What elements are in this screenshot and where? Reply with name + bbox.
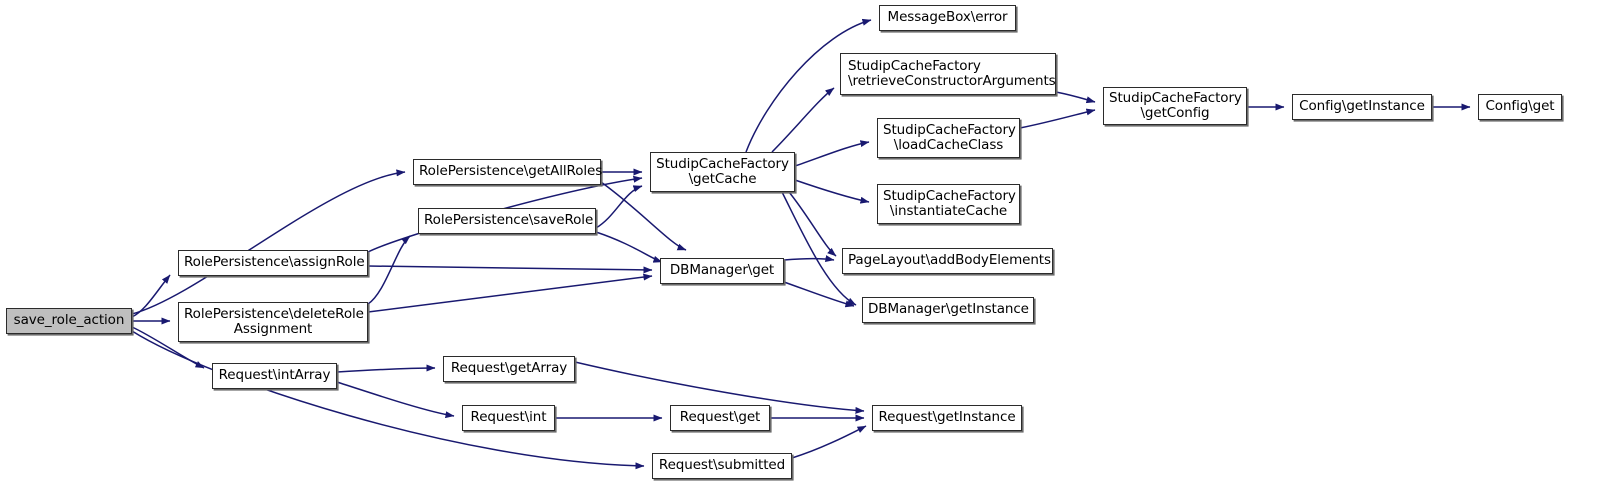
graph-node-label: save_role_action	[13, 312, 125, 329]
graph-edge-deleteRoleAssignment-to-dbmanagerGet	[367, 273, 653, 313]
graph-edge-assignRole-to-dbmanagerGet	[367, 265, 653, 274]
graph-node-retrieveConstructorArguments[interactable]: StudipCacheFactory \retrieveConstructorA…	[840, 53, 1056, 95]
graph-node-getConfig[interactable]: StudipCacheFactory \getConfig	[1103, 87, 1247, 125]
graph-node-dbmanagerGetInstance[interactable]: DBManager\getInstance	[862, 297, 1034, 323]
graph-edge-intArray-to-requestInt	[336, 381, 455, 419]
graph-node-label: StudipCacheFactory \loadCacheClass	[883, 121, 1016, 153]
graph-node-loadCacheClass[interactable]: StudipCacheFactory \loadCacheClass	[877, 118, 1020, 158]
graph-node-label: StudipCacheFactory \retrieveConstructorA…	[848, 57, 1056, 89]
graph-node-save_role_action[interactable]: save_role_action	[6, 308, 132, 334]
graph-node-intArray[interactable]: Request\intArray	[212, 363, 337, 389]
graph-node-dbmanagerGet[interactable]: DBManager\get	[660, 258, 784, 284]
graph-node-label: Request\int	[470, 409, 547, 426]
graph-node-assignRole[interactable]: RolePersistence\assignRole	[178, 250, 368, 276]
graph-node-label: Request\getArray	[450, 360, 568, 377]
graph-node-label: RolePersistence\deleteRole Assignment	[184, 305, 364, 337]
graph-node-requestGetInstance[interactable]: Request\getInstance	[872, 405, 1022, 431]
graph-node-label: Request\get	[679, 409, 761, 426]
graph-edge-submitted-to-requestGetInstance	[791, 425, 867, 459]
graph-edge-retrieveConstructorArguments-to-getConfig	[1055, 91, 1096, 104]
graph-node-label: Config\getInstance	[1299, 98, 1425, 115]
graph-node-label: Request\getInstance	[878, 409, 1016, 426]
graph-node-label: MessageBox\error	[887, 9, 1008, 26]
graph-node-label: Request\intArray	[218, 367, 331, 384]
graph-node-configGet[interactable]: Config\get	[1478, 94, 1562, 120]
graph-edge-getCache-to-instantiateCache	[794, 179, 870, 204]
graph-node-label: Config\get	[1485, 98, 1555, 115]
graph-node-deleteRoleAssignment[interactable]: RolePersistence\deleteRole Assignment	[178, 302, 368, 342]
graph-node-submitted[interactable]: Request\submitted	[652, 453, 792, 479]
graph-node-getCache[interactable]: StudipCacheFactory \getCache	[650, 152, 795, 192]
graph-edge-dbmanagerGet-to-addBodyElements	[783, 255, 835, 263]
graph-edge-deleteRoleAssignment-to-saveRole	[367, 235, 411, 305]
graph-edge-saveRole-to-dbmanagerGet	[595, 231, 663, 263]
graph-node-requestInt[interactable]: Request\int	[462, 405, 555, 431]
graph-node-getAllRoles[interactable]: RolePersistence\getAllRoles	[413, 159, 603, 185]
graph-node-label: DBManager\getInstance	[868, 301, 1029, 318]
graph-edge-save_role_action-to-submitted	[131, 330, 645, 470]
graph-node-label: StudipCacheFactory \instantiateCache	[883, 187, 1016, 219]
graph-node-label: DBManager\get	[669, 262, 775, 279]
graph-edge-saveRole-to-getCache	[595, 185, 643, 229]
graph-edge-getArray-to-requestGetInstance	[574, 361, 865, 414]
graph-edge-getCache-to-loadCacheClass	[794, 140, 870, 167]
edge-group	[131, 18, 1471, 470]
graph-node-label: RolePersistence\getAllRoles	[419, 163, 603, 180]
graph-edge-save_role_action-to-assignRole	[131, 274, 171, 318]
graph-node-label: StudipCacheFactory \getCache	[656, 155, 789, 187]
graph-edge-save_role_action-to-getAllRoles	[131, 169, 406, 315]
graph-edge-dbmanagerGet-to-dbmanagerGetInstance	[783, 281, 855, 308]
graph-node-instantiateCache[interactable]: StudipCacheFactory \instantiateCache	[877, 184, 1020, 224]
graph-node-label: RolePersistence\assignRole	[184, 254, 365, 271]
graph-edge-getCache-to-addBodyElements	[788, 191, 837, 257]
graph-edge-getCache-to-retrieveConstructorArguments	[771, 87, 835, 153]
graph-node-configGetInstance[interactable]: Config\getInstance	[1292, 94, 1432, 120]
graph-node-requestGet[interactable]: Request\get	[670, 405, 770, 431]
graph-node-label: PageLayout\addBodyElements	[848, 252, 1051, 269]
graph-node-addBodyElements[interactable]: PageLayout\addBodyElements	[842, 248, 1053, 274]
graph-edge-loadCacheClass-to-getConfig	[1019, 108, 1096, 129]
graph-node-label: RolePersistence\saveRole	[424, 212, 594, 229]
graph-node-saveRole[interactable]: RolePersistence\saveRole	[418, 208, 596, 234]
graph-node-getArray[interactable]: Request\getArray	[443, 356, 575, 382]
graph-edge-intArray-to-getArray	[336, 364, 436, 373]
graph-edge-getAllRoles-to-dbmanagerGet	[600, 181, 687, 251]
graph-node-label: StudipCacheFactory \getConfig	[1109, 89, 1242, 121]
graph-node-label: Request\submitted	[658, 457, 786, 474]
graph-node-messageBoxError[interactable]: MessageBox\error	[879, 5, 1016, 31]
